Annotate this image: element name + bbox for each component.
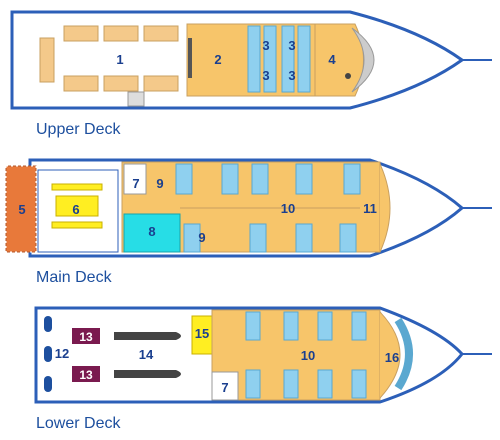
room-label: 3 [262,38,269,53]
room-label: 11 [363,201,377,216]
room-label: 3 [262,68,269,83]
upper-deck-title: Upper Deck [36,121,121,138]
room-label: 5 [18,202,25,217]
room-label: 3 [288,38,295,53]
room-label: 15 [195,326,209,341]
room-label: 1 [116,52,123,67]
room-label: 3 [288,68,295,83]
room-label: 6 [72,202,79,217]
room-label: 13 [79,330,93,344]
room-label: 13 [79,368,93,382]
room-label: 10 [301,348,315,363]
room-label: 12 [55,346,69,361]
room-label: 8 [148,224,155,239]
lower-deck-title: Lower Deck [36,415,121,432]
room-label: 2 [214,52,221,67]
room-label: 14 [139,347,154,362]
room-label: 10 [281,201,295,216]
lower-deck: 12 13 13 14 15 10 16 7 Lower Deck [34,306,492,432]
room-label: 4 [328,52,336,67]
room-label: 7 [132,176,139,191]
upper-deck: 1 2 3 3 3 3 4 Upper Deck [10,10,492,138]
room-label: 7 [221,380,228,395]
room-label: 9 [156,176,163,191]
room-label: 9 [198,230,205,245]
main-deck-title: Main Deck [36,269,113,286]
main-deck: 5 6 7 9 9 8 10 11 Main Deck [5,158,492,286]
room-label: 16 [385,350,399,365]
